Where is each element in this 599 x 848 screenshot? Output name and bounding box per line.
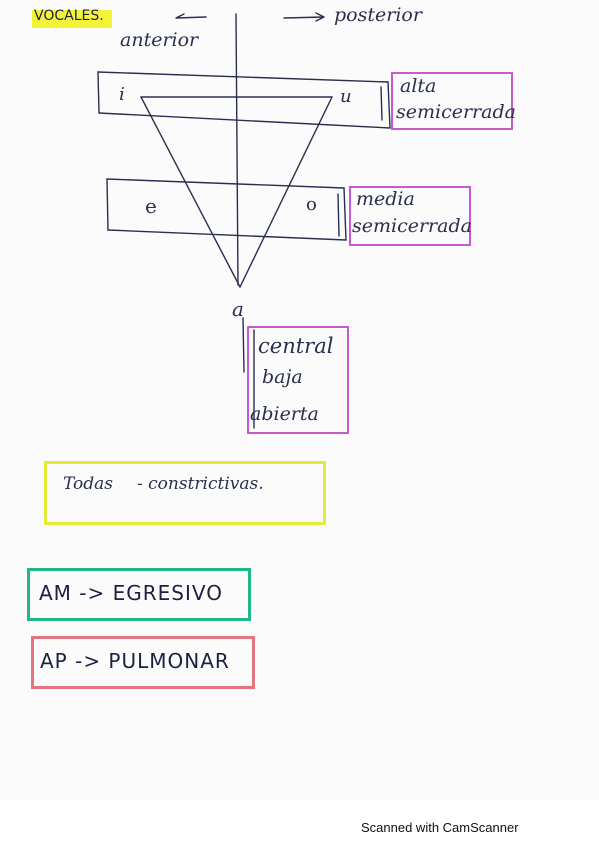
- low-level-line-3: abierta: [250, 403, 319, 425]
- mid-band-right: [343, 187, 347, 241]
- mid-band-bracket: [337, 193, 340, 237]
- triangle-right: [239, 96, 333, 288]
- high-level-line-2: semicerrada: [396, 101, 516, 123]
- mid-level-box: [349, 186, 471, 246]
- high-band-bracket: [380, 86, 383, 121]
- all-constrictive-box: [44, 461, 326, 525]
- am-box: [27, 568, 251, 621]
- ap-box: [31, 636, 255, 689]
- low-level-line-1: central: [258, 334, 334, 358]
- all-value: - constrictivas.: [137, 474, 264, 494]
- mid-band-top: [106, 178, 345, 189]
- vowel-o: o: [306, 194, 317, 215]
- title-highlight: [32, 10, 112, 28]
- mid-level-line-1: media: [356, 188, 415, 210]
- ap-text: AP -> PULMONAR: [40, 649, 230, 673]
- mid-level-line-2: semicerrada: [352, 215, 472, 237]
- label-posterior: posterior: [334, 4, 422, 26]
- scanner-watermark: Scanned with CamScanner: [361, 820, 519, 835]
- high-level-box: [391, 72, 513, 130]
- arrow-right-icon: [283, 12, 325, 22]
- mid-band-left: [106, 178, 109, 231]
- triangle-left: [140, 96, 241, 288]
- low-level-line-2: baja: [262, 366, 303, 388]
- high-band-left: [97, 71, 100, 114]
- vowel-i: i: [119, 84, 125, 105]
- vowel-a: a: [232, 297, 244, 321]
- mid-band-bottom: [107, 229, 347, 241]
- label-anterior: anterior: [120, 29, 199, 51]
- high-level-line-1: alta: [400, 75, 437, 97]
- vertical-axis-lower: [242, 317, 245, 373]
- arrow-left-icon: [175, 13, 207, 19]
- am-text: AM -> EGRESIVO: [39, 581, 223, 605]
- page-title: VOCALES.: [34, 8, 104, 24]
- vertical-axis-upper: [235, 13, 239, 286]
- vowel-e: e: [145, 194, 157, 218]
- high-band-bottom: [98, 112, 391, 129]
- vowel-u: u: [340, 86, 352, 107]
- high-band-top: [97, 71, 389, 83]
- all-label: Todas: [63, 474, 113, 494]
- high-band-right: [387, 81, 391, 129]
- scanned-page: [0, 0, 599, 800]
- low-level-box: [247, 326, 349, 434]
